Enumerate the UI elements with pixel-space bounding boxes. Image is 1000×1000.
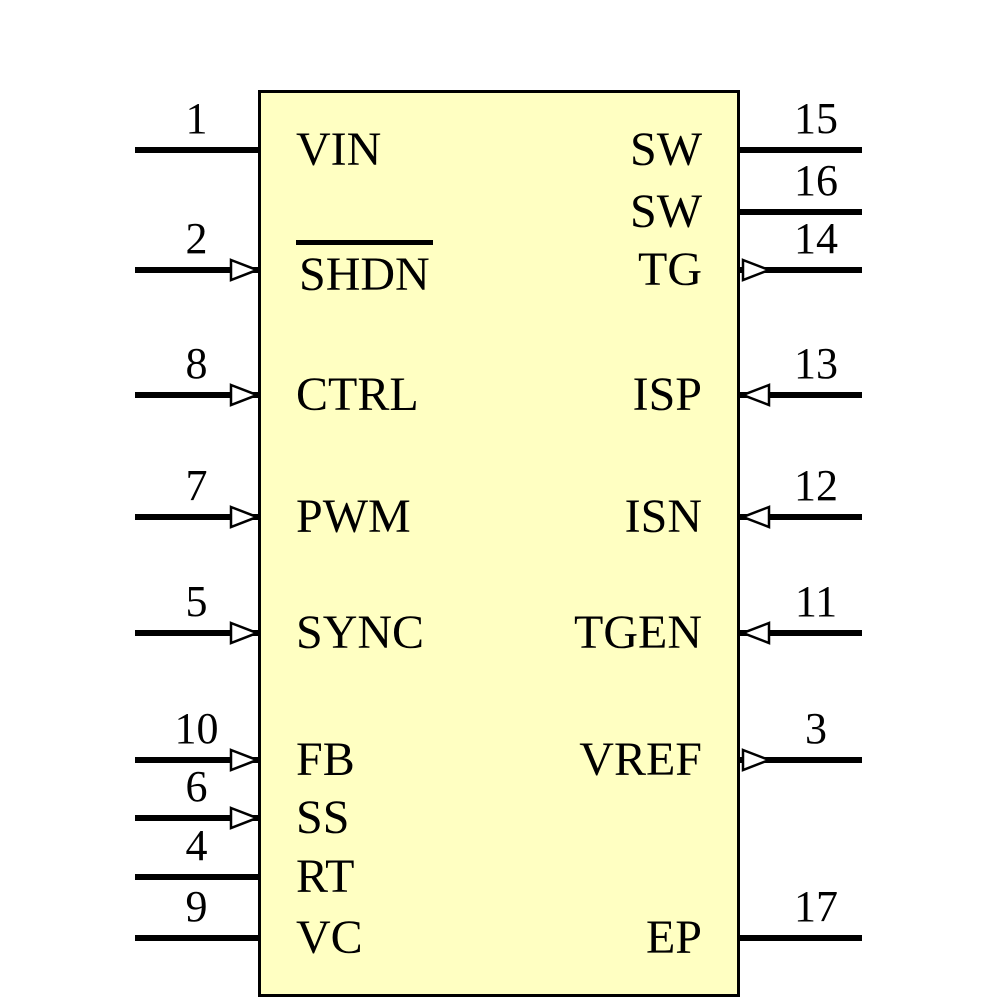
pin-number-16: 16 <box>794 156 838 205</box>
pin-12-line <box>740 514 862 520</box>
pin-number-5: 5 <box>185 577 208 626</box>
pin-label-text: RT <box>296 850 355 903</box>
pin-number-9: 9 <box>185 882 208 931</box>
pin-number-4: 4 <box>185 821 208 870</box>
pin-3-line <box>740 757 862 763</box>
pin-number-11: 11 <box>794 577 838 626</box>
pin-label-pwm-7: PWM <box>296 487 411 547</box>
pin-label-text: VREF <box>579 733 702 786</box>
pin-2-line <box>135 267 258 273</box>
pin-label-ep-17: EP <box>646 908 702 968</box>
input-arrow-icon <box>741 505 771 529</box>
pin-label-text: SS <box>296 791 350 844</box>
pin-number-17: 17 <box>794 882 838 931</box>
pin-label-text: FB <box>296 733 355 786</box>
pin-number-10: 10 <box>174 704 219 753</box>
pin-1-line <box>135 147 258 153</box>
pin-13-line <box>740 392 862 398</box>
pin-number-7: 7 <box>185 461 208 510</box>
pin-17-line <box>740 935 862 941</box>
pin-16-line <box>740 209 862 215</box>
pin-number-12: 12 <box>794 461 838 510</box>
pin-label-shdn-2: SHDN <box>296 240 433 301</box>
pin-11-line <box>740 630 862 636</box>
input-arrow-icon <box>229 258 259 282</box>
pin-label-text: TGEN <box>574 606 702 659</box>
pin-8-line <box>135 392 258 398</box>
output-arrow-icon <box>741 258 771 282</box>
pin-label-vin-1: VIN <box>296 120 381 180</box>
pin-10-line <box>135 757 258 763</box>
pin-label-ctrl-8: CTRL <box>296 365 419 425</box>
pin-14-line <box>740 267 862 273</box>
pin-label-fb-10: FB <box>296 730 355 790</box>
input-arrow-icon <box>229 748 259 772</box>
pin-label-text: PWM <box>296 490 411 543</box>
pin-label-text: SYNC <box>296 606 425 659</box>
pin-number-14: 14 <box>794 214 838 263</box>
pin-9-line <box>135 935 258 941</box>
pin-label-text: SW <box>630 123 702 176</box>
pin-7-line <box>135 514 258 520</box>
pin-number-1: 1 <box>185 94 208 143</box>
input-arrow-icon <box>229 383 259 407</box>
pin-label-sw-15: SW <box>630 120 702 180</box>
input-arrow-icon <box>741 621 771 645</box>
pin-label-tg-14: TG <box>638 240 702 300</box>
pin-label-sw-16: SW <box>630 182 702 242</box>
pin-number-6: 6 <box>185 762 208 811</box>
input-arrow-icon <box>229 621 259 645</box>
pin-15-line <box>740 147 862 153</box>
pin-4-line <box>135 874 258 880</box>
input-arrow-icon <box>229 505 259 529</box>
pin-label-text: SHDN <box>296 240 433 305</box>
pin-label-text: VC <box>296 911 363 964</box>
pin-label-tgen-11: TGEN <box>574 603 702 663</box>
output-arrow-icon <box>741 748 771 772</box>
input-arrow-icon <box>229 806 259 830</box>
pin-label-text: ISP <box>632 368 702 421</box>
pin-label-vref-3: VREF <box>579 730 702 790</box>
pin-label-sync-5: SYNC <box>296 603 424 663</box>
pin-label-text: VIN <box>296 123 382 176</box>
pin-number-3: 3 <box>805 704 827 753</box>
pin-number-13: 13 <box>794 339 838 388</box>
pin-number-8: 8 <box>185 339 208 388</box>
pin-label-vc-9: VC <box>296 908 363 968</box>
pin-label-text: CTRL <box>296 368 419 421</box>
pin-number-2: 2 <box>185 214 208 263</box>
pin-number-15: 15 <box>794 94 838 143</box>
pin-6-line <box>135 815 258 821</box>
pin-label-text: EP <box>645 911 702 964</box>
pin-label-text: SW <box>630 185 702 238</box>
pin-label-text: TG <box>638 243 702 296</box>
pin-5-line <box>135 630 258 636</box>
pin-label-ss-6: SS <box>296 788 349 848</box>
input-arrow-icon <box>741 383 771 407</box>
pin-label-rt-4: RT <box>296 847 354 907</box>
pin-label-isn-12: ISN <box>625 487 702 547</box>
pin-label-text: ISN <box>624 490 702 543</box>
pin-label-isp-13: ISP <box>633 365 702 425</box>
